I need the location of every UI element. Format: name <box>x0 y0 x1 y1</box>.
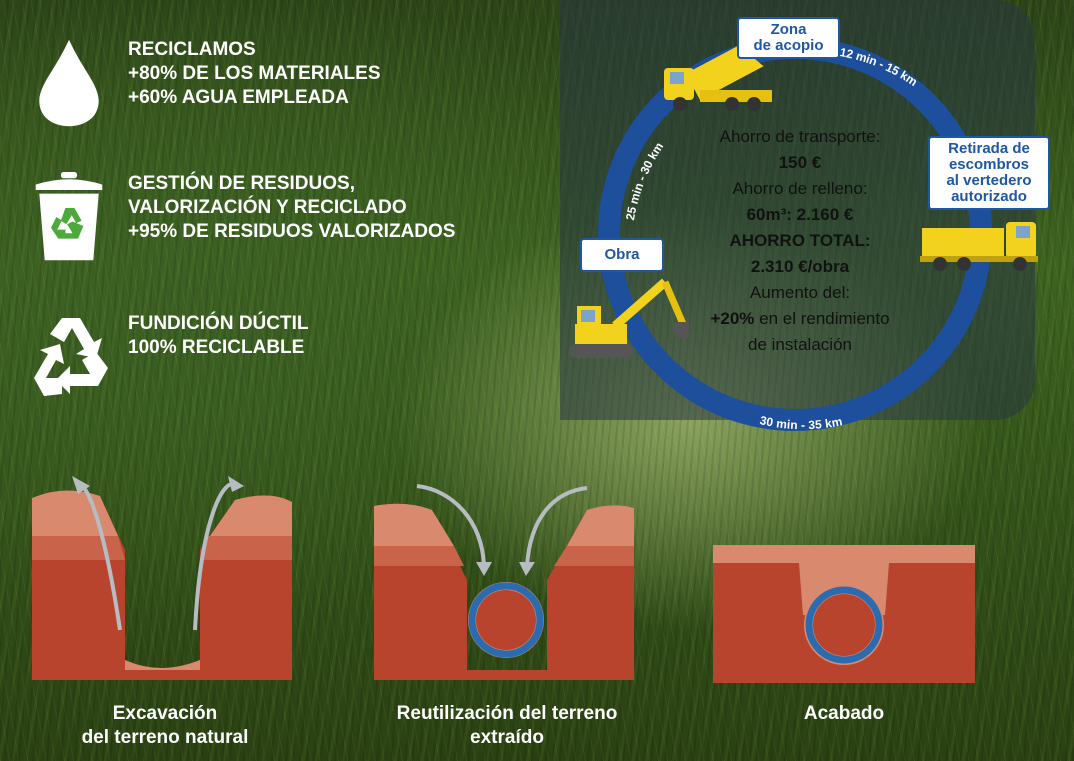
feature-water: RECICLAMOS +80% DE LOS MATERIALES +60% A… <box>24 38 564 128</box>
svg-text:30 min - 35 km: 30 min - 35 km <box>758 413 843 432</box>
feature-waste: GESTIÓN DE RESIDUOS, VALORIZACIÓN Y RECI… <box>24 172 564 262</box>
route-label-retirada-obra: 30 min - 35 km <box>758 413 843 432</box>
node-retirada-escombros: Retirada de escombros al vertedero autor… <box>928 136 1050 210</box>
node-obra: Obra <box>580 238 664 272</box>
transport-savings-label: Ahorro de transporte: <box>719 127 881 146</box>
step-reuse-caption: Reutilización del terreno extraído <box>396 703 618 748</box>
recycle-bin-icon <box>35 172 103 261</box>
dump-truck-icon <box>664 45 772 111</box>
water-drop-icon <box>39 39 99 127</box>
node-zona-acopio: Zona de acopio <box>737 17 840 59</box>
increase-line-3: de instalación <box>748 335 852 354</box>
total-savings-label: AHORRO TOTAL: <box>729 231 871 250</box>
fill-savings-value: 60m³: 2.160 € <box>746 205 854 224</box>
recycle-symbol-icon <box>34 318 108 396</box>
increase-label: Aumento del: <box>749 283 851 302</box>
step-reuse-diagram <box>374 484 634 680</box>
transport-savings-value: 150 € <box>778 153 822 172</box>
excavator-icon <box>569 278 689 358</box>
increase-value: +20% <box>710 309 755 328</box>
feature-water-text: RECICLAMOS +80% DE LOS MATERIALES +60% A… <box>128 39 381 108</box>
step-finish-caption: Acabado <box>803 703 885 724</box>
increase-line: +20% en el rendimiento <box>680 306 920 332</box>
fill-savings-label: Ahorro de relleno: <box>732 179 868 198</box>
feature-ductile-text: FUNDICIÓN DÚCTIL 100% RECICLABLE <box>128 313 309 358</box>
feature-waste-text: GESTIÓN DE RESIDUOS, VALORIZACIÓN Y RECI… <box>128 173 456 242</box>
step-excavation-caption: Excavación del terreno natural <box>81 703 249 748</box>
increase-suffix: en el rendimiento <box>754 309 890 328</box>
step-finish-diagram <box>713 545 975 683</box>
total-savings-value: 2.310 €/obra <box>750 257 850 276</box>
feature-ductile: FUNDICIÓN DÚCTIL 100% RECICLABLE <box>24 312 564 402</box>
truck-icon <box>920 222 1038 271</box>
savings-summary: Ahorro de transporte: 150 € Ahorro de re… <box>680 124 920 358</box>
step-excavation-diagram <box>32 476 292 680</box>
cycle-diagram: 12 min - 15 km 30 min - 35 km 25 min - 3… <box>569 37 1038 432</box>
